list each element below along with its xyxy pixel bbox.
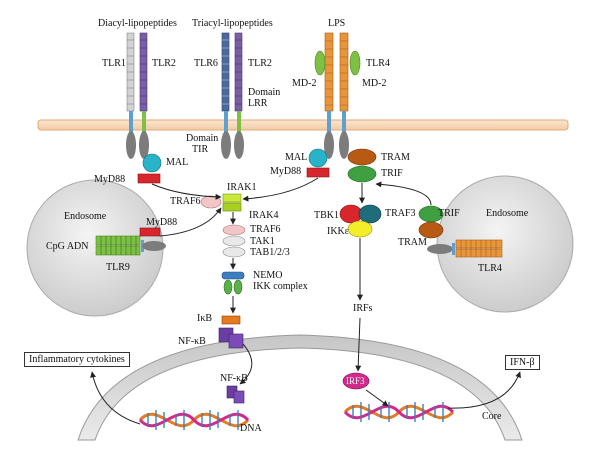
label-tak1: TAK1 (250, 236, 275, 247)
mal-protein-left (142, 153, 162, 173)
label-trif-right: TRIF (438, 208, 460, 219)
output-ifn-beta: IFN-β (505, 355, 540, 370)
tlr6-tlr2-receptor (221, 32, 244, 159)
domain-label-lrr-2: LRR (248, 98, 268, 109)
label-ikke: IKKε (327, 226, 349, 237)
endosome-left-title: Endosome (64, 211, 107, 222)
plasma-membrane (37, 119, 569, 131)
tbk1-complex (339, 204, 382, 238)
myd88-protein-endosome (139, 227, 161, 237)
myd88-protein-left (137, 173, 161, 184)
label-tbk1: TBK1 (314, 210, 339, 221)
label-tlr9: TLR9 (106, 262, 130, 273)
dna-helix-left (138, 410, 250, 430)
tak1-complex (222, 224, 246, 258)
receptor-label-tlr1: TLR1 (102, 58, 126, 69)
tlr4-md2-receptor (314, 32, 361, 159)
endosome-right-title: Endosome (486, 208, 529, 219)
label-myd88-mid: MyD88 (270, 166, 302, 177)
mal-protein-mid (308, 148, 328, 168)
label-ikk-complex: IKK complex (253, 281, 308, 292)
domain-label-lrr-1: Domain (248, 87, 281, 98)
label-tram-mid: TRAM (381, 152, 410, 163)
irf3-protein (342, 372, 370, 390)
label-irfs: IRFs (353, 303, 373, 314)
label-irak4: IRAK4 (249, 210, 279, 221)
label-tram-right: TRAM (398, 237, 427, 248)
ligand-label-lps: LPS (328, 18, 346, 29)
ligand-label-triacyl: Triacyl-lipopeptides (192, 18, 273, 29)
ligand-label-diacyl: Diacyl-lipopeptides (98, 18, 177, 29)
label-dna: DNA (240, 423, 262, 434)
label-cpg-adn: CpG ADN (46, 241, 89, 252)
signaling-arrows (90, 177, 521, 425)
label-myd88-left: MyD88 (94, 174, 126, 185)
label-tlr4-endosome: TLR4 (478, 263, 502, 274)
receptor-label-tlr2b: TLR2 (248, 58, 272, 69)
nucleus-envelope (77, 334, 523, 441)
tlr9-receptor (95, 235, 166, 256)
label-core: Core (482, 411, 502, 422)
label-trif-mid: TRIF (381, 168, 403, 179)
domain-label-tir-1: Domain (186, 133, 219, 144)
receptor-label-tlr2: TLR2 (152, 58, 176, 69)
receptor-label-tlr4: TLR4 (366, 58, 390, 69)
label-irak1: IRAK1 (227, 182, 257, 193)
label-myd88-endosome: MyD88 (146, 217, 178, 228)
label-mal-left: MAL (166, 157, 189, 168)
dna-helix-right (343, 402, 455, 422)
label-traf6-lower: TRAF6 (250, 224, 281, 235)
label-nfkb-nuc: NF-κB (220, 373, 248, 384)
endosome-right-membrane (436, 175, 574, 313)
nfkb-protein-nuc (226, 385, 245, 404)
label-tab: TAB1/2/3 (250, 247, 290, 258)
nfkb-protein-cyto (218, 327, 244, 349)
receptor-label-tlr6: TLR6 (194, 58, 218, 69)
tlr4-endosome-receptor (427, 239, 503, 258)
label-ikb: IκB (197, 313, 213, 324)
ikb-protein (221, 315, 241, 325)
output-inflammatory-cytokines: Inflammatory cytokines (24, 352, 130, 367)
trif-protein-mid (347, 165, 377, 183)
domain-label-tir-2: TIR (192, 144, 209, 155)
label-mal-mid: MAL (285, 152, 308, 163)
tlr1-tlr2-receptor (126, 32, 149, 159)
tram-protein-right (418, 221, 444, 239)
label-irf3: IRF3 (346, 376, 365, 386)
tram-protein-mid (347, 148, 377, 166)
label-nemo: NEMO (253, 270, 283, 281)
receptor-label-md2-right: MD-2 (362, 78, 387, 89)
label-nfkb-cyto: NF-κB (178, 336, 206, 347)
label-traf6-upper: TRAF6 (170, 196, 201, 207)
myd88-protein-mid (306, 167, 330, 178)
receptor-label-md2-left: MD-2 (292, 78, 317, 89)
ikk-complex-shape (221, 271, 245, 295)
label-traf3: TRAF3 (385, 208, 416, 219)
